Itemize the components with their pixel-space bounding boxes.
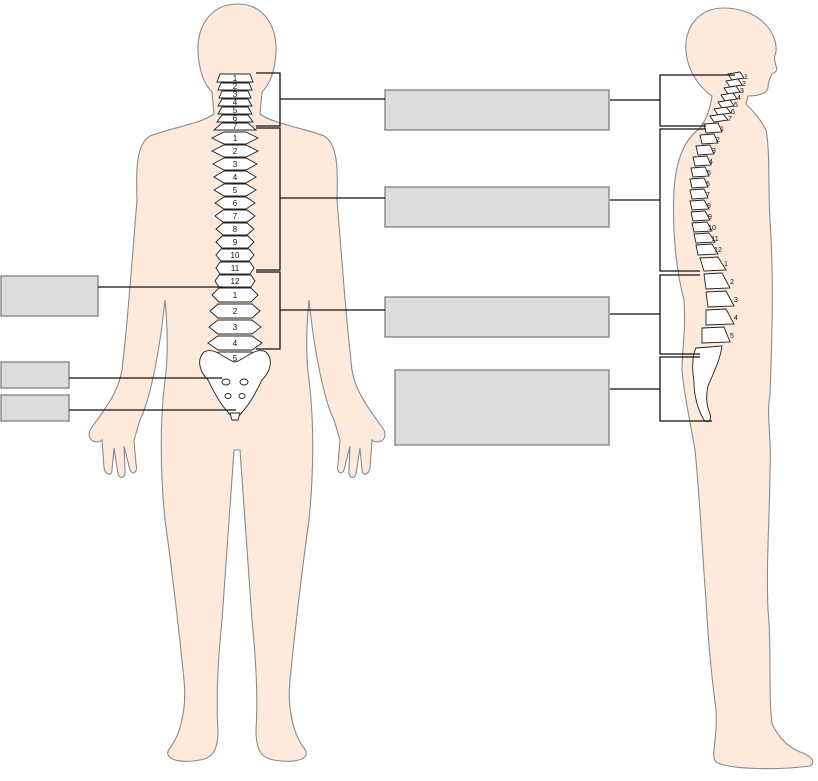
side-cervical-number-5: 5 [734, 102, 738, 109]
label-box-coccyx[interactable] [0, 394, 70, 422]
side-brackets [610, 74, 735, 422]
front-thoracic-number-2: 2 [233, 147, 238, 156]
label-box-intervertebral-disc[interactable] [0, 275, 99, 317]
side-thoracic-number-2: 2 [716, 137, 720, 144]
front-lumbar-number-5: 5 [233, 354, 238, 363]
side-spine [689, 71, 745, 423]
front-cervical-number-6: 6 [233, 114, 238, 123]
side-thoracic-number-7: 7 [706, 192, 710, 199]
front-cervical-number-5: 5 [233, 106, 238, 115]
side-sacrum [692, 345, 723, 423]
side-cervical-vertebrae [709, 71, 745, 123]
side-lumbar-number-1: 1 [724, 261, 728, 268]
front-thoracic-number-8: 8 [233, 225, 238, 234]
front-thoracic-number-5: 5 [233, 186, 238, 195]
side-thoracic-number-1: 1 [720, 126, 724, 133]
side-thoracic-number-9: 9 [708, 214, 712, 221]
label-box-lumbar[interactable] [384, 296, 610, 338]
front-thoracic-number-7: 7 [233, 212, 238, 221]
front-thoracic-number-1: 1 [233, 134, 238, 143]
side-thoracic-number-3: 3 [712, 148, 716, 155]
front-thoracic-vertebrae [210, 131, 260, 288]
side-cervical-number-3: 3 [740, 88, 744, 95]
front-spine [199, 73, 271, 421]
front-lumbar-number-3: 3 [233, 323, 238, 332]
front-lumbar-number-1: 1 [233, 291, 238, 300]
side-lumbar-number-5: 5 [730, 333, 734, 340]
side-thoracic-vertebrae [689, 122, 723, 256]
front-thoracic-number-11: 11 [231, 264, 240, 273]
side-thoracic-number-12: 12 [714, 247, 722, 254]
side-cervical-number-4: 4 [737, 95, 741, 102]
label-box-thoracic[interactable] [384, 186, 610, 228]
front-coccyx [229, 412, 241, 421]
side-lumbar-number-2: 2 [730, 279, 734, 286]
front-thoracic-number-10: 10 [231, 251, 240, 260]
front-cervical-vertebrae [212, 73, 258, 131]
front-thoracic-number-3: 3 [233, 160, 238, 169]
front-lumbar-number-4: 4 [233, 339, 238, 348]
side-thoracic-number-11: 11 [711, 236, 718, 243]
side-thoracic-number-6: 6 [706, 181, 710, 188]
label-box-sacrum[interactable] [0, 361, 70, 389]
side-cervical-number-6: 6 [731, 109, 735, 116]
side-lumbar-number-4: 4 [734, 315, 738, 322]
front-sacrum [199, 350, 271, 417]
front-cervical-number-1: 1 [233, 74, 238, 83]
side-thoracic-number-8: 8 [707, 203, 711, 210]
front-thoracic-number-9: 9 [233, 238, 238, 247]
side-lumbar-number-3: 3 [734, 297, 738, 304]
front-lumbar-number-2: 2 [233, 307, 238, 316]
front-brackets [256, 72, 385, 350]
side-thoracic-number-5: 5 [707, 170, 711, 177]
side-cervical-number-7: 7 [728, 116, 732, 123]
front-cervical-number-2: 2 [233, 82, 238, 91]
side-cervical-number-1: 1 [744, 74, 748, 81]
front-cervical-number-3: 3 [233, 90, 238, 99]
front-thoracic-number-6: 6 [233, 199, 238, 208]
front-thoracic-number-4: 4 [233, 173, 238, 182]
label-box-cervical[interactable] [384, 89, 610, 131]
side-thoracic-number-10: 10 [708, 225, 716, 232]
left-leader-lines [69, 286, 236, 411]
side-thoracic-number-4: 4 [709, 159, 713, 166]
front-cervical-number-7: 7 [233, 122, 238, 131]
label-box-sacrum-coccyx[interactable] [394, 369, 610, 446]
side-lumbar-vertebrae [699, 256, 735, 344]
front-cervical-number-4: 4 [233, 98, 238, 107]
front-thoracic-number-12: 12 [231, 277, 240, 286]
side-cervical-number-2: 2 [742, 81, 746, 88]
